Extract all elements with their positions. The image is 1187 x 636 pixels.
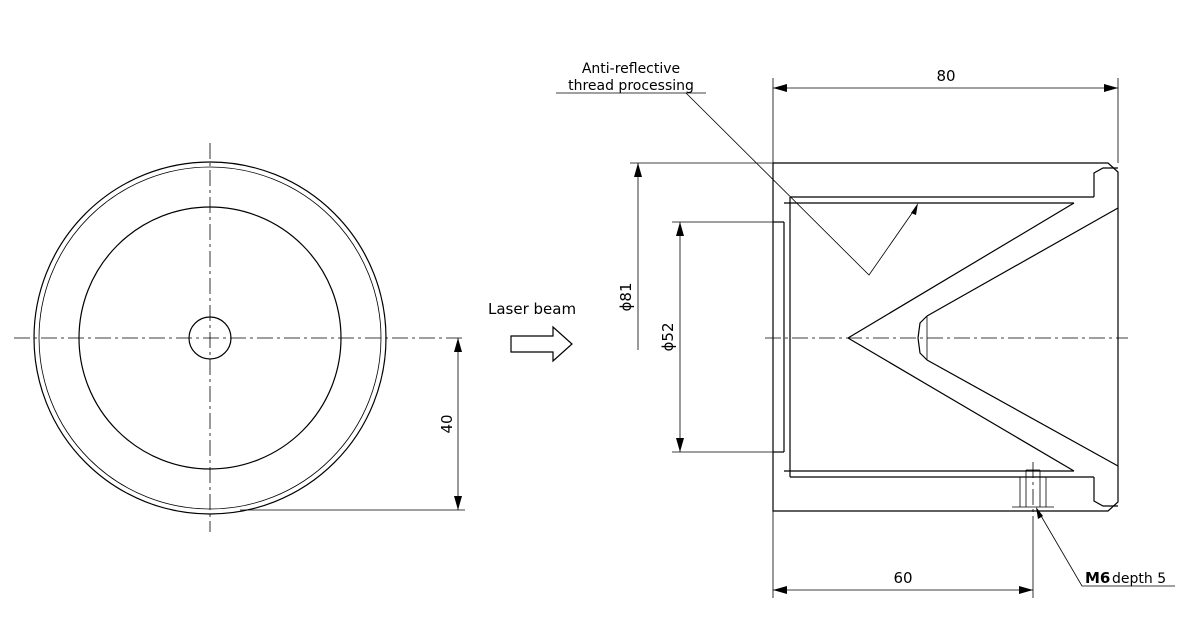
outer-diameter-label: ϕ81 [617, 283, 635, 312]
tapped-hole [1012, 462, 1054, 520]
front-view: 40 [14, 143, 465, 532]
overall-length-label: 80 [936, 67, 955, 85]
dimension-phi52: ϕ52 [659, 221, 773, 453]
radius-arrow-bottom [454, 496, 462, 510]
body-outline [772, 162, 1119, 512]
top-chamfer-pocket [1093, 167, 1118, 197]
side-section-view [765, 162, 1128, 520]
anti-reflective-label-line2: thread processing [568, 78, 694, 94]
cone-inner-top [926, 207, 1119, 317]
tap-depth-label: depth 5 [1112, 571, 1166, 587]
bottom-chamfer-pocket [1093, 477, 1118, 507]
dimension-phi81: ϕ81 [617, 162, 773, 350]
cone-outer-bottom [847, 337, 1075, 472]
m6-callout: M6 depth 5 [1036, 507, 1175, 587]
dimension-60: 60 [772, 511, 1034, 598]
laser-beam-label: Laser beam [488, 300, 576, 318]
cone-apex-tip [917, 315, 928, 361]
cone-inner-bottom [926, 359, 1119, 467]
inner-diameter-label: ϕ52 [659, 323, 677, 352]
tap-size-label: M6 [1085, 569, 1110, 587]
radius-arrow-top [454, 338, 462, 352]
radius-dimension-label: 40 [438, 414, 456, 433]
laser-beam-arrow-icon [510, 325, 573, 363]
tap-position-label: 60 [893, 569, 912, 587]
laser-beam-indicator: Laser beam [488, 300, 576, 363]
anti-reflective-callout: Anti-reflective thread processing [556, 61, 918, 276]
dimension-80: 80 [772, 67, 1119, 163]
cone-outer-top [847, 202, 1075, 339]
anti-reflective-label-line1: Anti-reflective [582, 61, 680, 77]
